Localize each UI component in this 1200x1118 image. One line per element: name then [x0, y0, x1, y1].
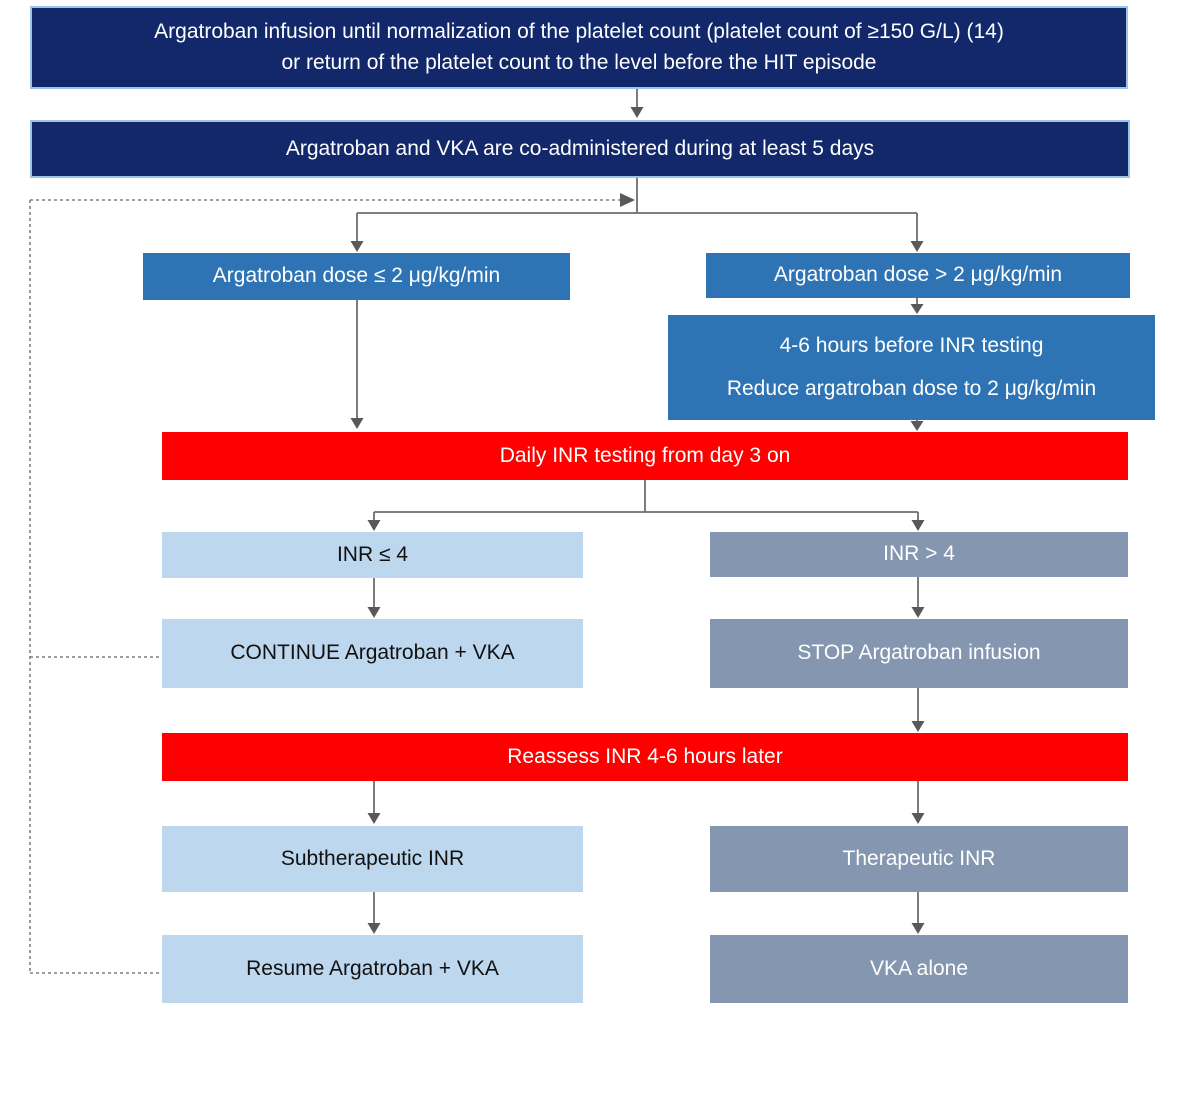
arrow-reassess-to-subtherapeutic-head-icon [367, 813, 381, 824]
arrow-platelet-to-coadmin-head-icon [630, 107, 644, 118]
node-reduce-line2: Reduce argatroban dose to 2 μg/kg/min [726, 377, 1097, 400]
node-platelet-normalization: Argatroban infusion until normalization … [30, 6, 1128, 89]
arrow-reduce-to-daily-head-icon [910, 421, 924, 431]
node-dose-le-2-label: Argatroban dose ≤ 2 μg/kg/min [212, 264, 501, 288]
arrow-subtherapeutic-to-resume-head-icon [367, 923, 381, 934]
node-inr-le-4: INR ≤ 4 [162, 532, 583, 578]
arrow-dose-le2-to-daily-head-icon [350, 418, 364, 429]
node-platelet-line1: Argatroban infusion until normalization … [154, 20, 1004, 44]
node-inr-gt-4-label: INR > 4 [883, 542, 955, 566]
node-platelet-line2: or return of the platelet count to the l… [281, 50, 877, 74]
dashed-feedback-arrowhead-right-icon [620, 193, 635, 207]
node-subtherapeutic-inr: Subtherapeutic INR [162, 826, 583, 892]
node-reassess-label: Reassess INR 4-6 hours later [507, 744, 783, 768]
node-subtherapeutic-label: Subtherapeutic INR [280, 846, 465, 870]
arrow-fork-to-inr-le4-head-icon [367, 520, 381, 531]
node-dose-gt-2-label: Argatroban dose > 2 μg/kg/min [773, 263, 1063, 287]
arrow-stop-to-reassess-head-icon [911, 721, 925, 732]
node-coadministration: Argatroban and VKA are co-administered d… [30, 120, 1130, 178]
node-continue-label: CONTINUE Argatroban + VKA [230, 641, 515, 665]
node-dose-gt-2: Argatroban dose > 2 μg/kg/min [706, 253, 1130, 298]
node-dose-le-2: Argatroban dose ≤ 2 μg/kg/min [143, 253, 570, 300]
node-vka-alone-label: VKA alone [869, 956, 969, 980]
arrow-inr-le4-to-continue-head-icon [367, 607, 381, 618]
node-inr-le-4-label: INR ≤ 4 [336, 542, 409, 566]
node-resume-label: Resume Argatroban + VKA [246, 956, 499, 980]
node-reassess-inr: Reassess INR 4-6 hours later [162, 733, 1128, 781]
node-stop-argatroban: STOP Argatroban infusion [710, 619, 1128, 688]
arrow-therapeutic-to-vka-head-icon [911, 923, 925, 934]
node-therapeutic-inr: Therapeutic INR [710, 826, 1128, 892]
arrow-reassess-to-therapeutic-head-icon [911, 813, 925, 824]
node-vka-alone: VKA alone [710, 935, 1128, 1003]
arrow-dose-gt2-to-reduce-head-icon [910, 304, 924, 314]
node-therapeutic-label: Therapeutic INR [842, 846, 996, 870]
arrow-fork-to-inr-gt4-head-icon [911, 520, 925, 531]
arrow-inr-gt4-to-stop-head-icon [911, 607, 925, 618]
node-daily-inr-label: Daily INR testing from day 3 on [499, 443, 791, 467]
node-daily-inr-testing: Daily INR testing from day 3 on [162, 432, 1128, 480]
node-reduce-dose: 4-6 hours before INR testing Reduce arga… [668, 315, 1155, 420]
node-coadmin-label: Argatroban and VKA are co-administered d… [285, 136, 875, 160]
arrow-fork-to-dose-le2-head-icon [350, 241, 364, 252]
node-resume-argatroban-vka: Resume Argatroban + VKA [162, 935, 583, 1003]
node-reduce-line1: 4-6 hours before INR testing [779, 333, 1044, 357]
node-continue-argatroban-vka: CONTINUE Argatroban + VKA [162, 619, 583, 688]
node-inr-gt-4: INR > 4 [710, 532, 1128, 577]
node-stop-label: STOP Argatroban infusion [797, 641, 1041, 665]
arrow-fork-to-dose-gt2-head-icon [910, 241, 924, 252]
